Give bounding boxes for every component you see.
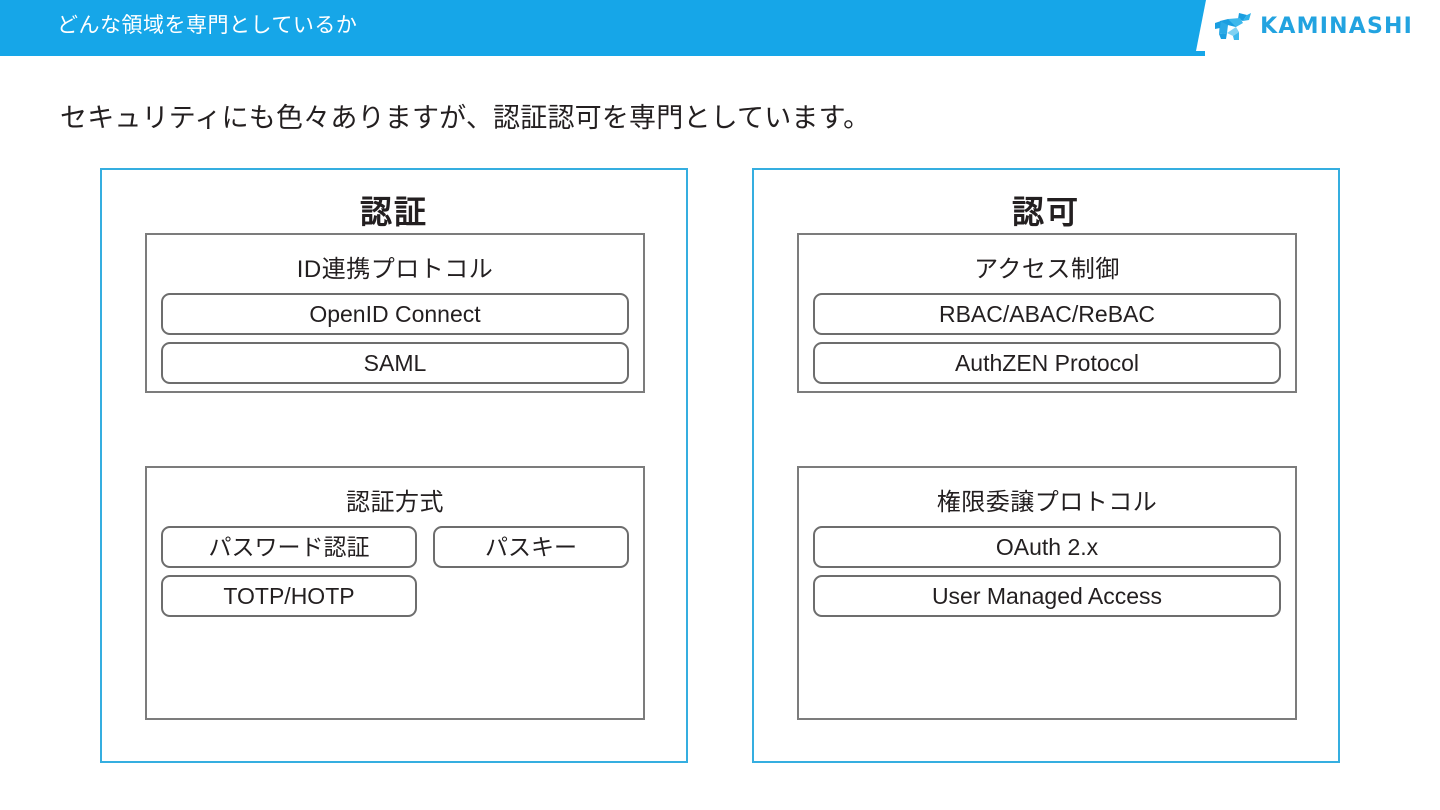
pill-item[interactable]: パスワード認証 [161, 526, 417, 568]
header-underline-strip [0, 51, 1205, 56]
panel-authentication: 認証 認証方式 パスワード認証 パスキー TOTP/HOTP ID連携プロトコル… [100, 168, 688, 763]
pill-row: TOTP/HOTP [147, 575, 643, 617]
group-delegation-protocols: 権限委譲プロトコル OAuth 2.x User Managed Access [797, 466, 1297, 720]
group-title: 認証方式 [346, 489, 444, 516]
group-id-federation-protocols: ID連携プロトコル OpenID Connect SAML [145, 233, 645, 393]
lead-paragraph: セキュリティにも色々ありますが、認証認可を専門としています。 [60, 103, 871, 133]
pill-row: RBAC/ABAC/ReBAC [799, 293, 1295, 335]
group-title: 権限委譲プロトコル [936, 489, 1158, 516]
group-access-control: アクセス制御 RBAC/ABAC/ReBAC AuthZEN Protocol [797, 233, 1297, 393]
pill-item[interactable]: RBAC/ABAC/ReBAC [813, 293, 1281, 335]
slide-header: どんな領域を専門としているか KAMINASHI [0, 0, 1440, 56]
pill-row: パスワード認証 パスキー [147, 526, 643, 568]
brand-wordmark: KAMINASHI [1260, 14, 1413, 39]
pill-row: OAuth 2.x [799, 526, 1295, 568]
panel-authorization: 認可 権限委譲プロトコル OAuth 2.x User Managed Acce… [752, 168, 1340, 763]
pill-item[interactable]: パスキー [433, 526, 629, 568]
pill-item[interactable]: SAML [161, 342, 629, 384]
slide-header-title: どんな領域を専門としているか [57, 14, 358, 37]
kaminashi-goat-logo-icon [1215, 13, 1252, 40]
header-blue-bar [0, 0, 1206, 51]
pill-row: SAML [147, 342, 643, 384]
pill-item[interactable]: TOTP/HOTP [161, 575, 417, 617]
group-title: アクセス制御 [974, 256, 1120, 283]
pill-item[interactable]: OAuth 2.x [813, 526, 1281, 568]
group-title: ID連携プロトコル [296, 256, 494, 283]
panel-title: 認可 [1011, 194, 1080, 230]
pill-row: AuthZEN Protocol [799, 342, 1295, 384]
panel-container: 認証 認証方式 パスワード認証 パスキー TOTP/HOTP ID連携プロトコル… [0, 168, 1440, 768]
pill-item[interactable]: AuthZEN Protocol [813, 342, 1281, 384]
pill-row: User Managed Access [799, 575, 1295, 617]
pill-item[interactable]: User Managed Access [813, 575, 1281, 617]
group-auth-methods: 認証方式 パスワード認証 パスキー TOTP/HOTP [145, 466, 645, 720]
brand-logo: KAMINASHI [1206, 11, 1413, 43]
panel-title: 認証 [359, 194, 428, 230]
pill-row: OpenID Connect [147, 293, 643, 335]
pill-item[interactable]: OpenID Connect [161, 293, 629, 335]
